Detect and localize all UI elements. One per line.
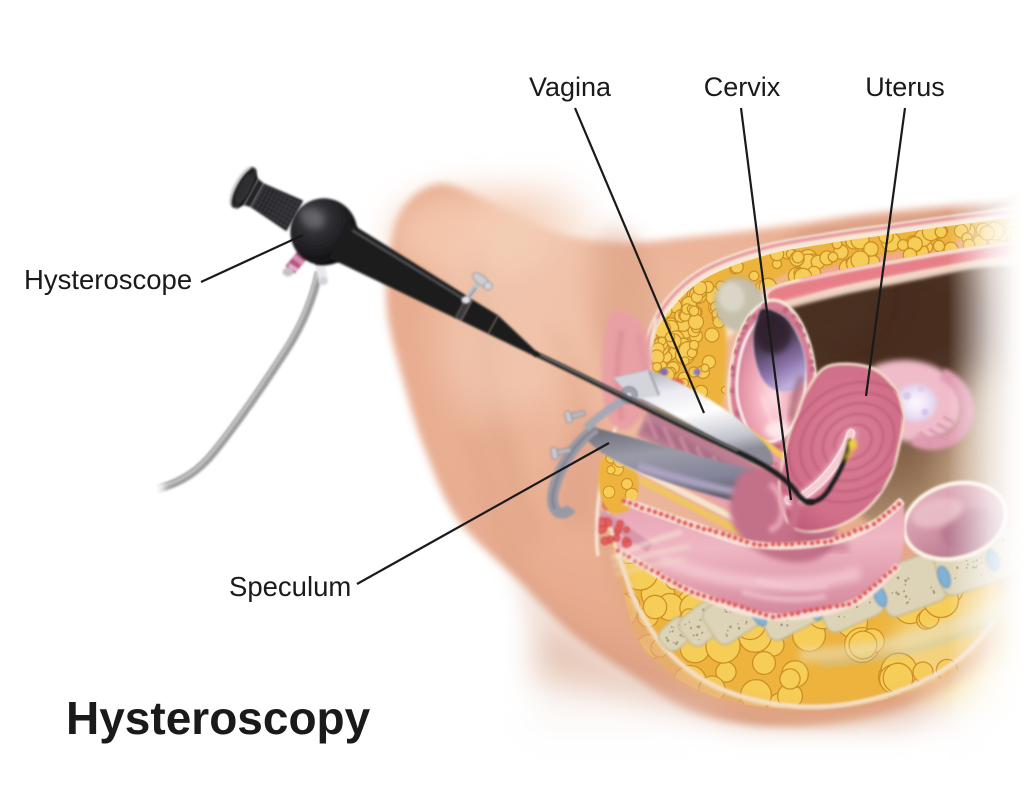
svg-text:Uterus: Uterus xyxy=(865,72,945,102)
svg-text:Vagina: Vagina xyxy=(529,72,612,102)
svg-text:Speculum: Speculum xyxy=(229,571,351,602)
svg-text:Cervix: Cervix xyxy=(704,72,781,102)
svg-text:Hysteroscopy: Hysteroscopy xyxy=(66,692,371,744)
svg-text:Hysteroscope: Hysteroscope xyxy=(24,264,192,295)
